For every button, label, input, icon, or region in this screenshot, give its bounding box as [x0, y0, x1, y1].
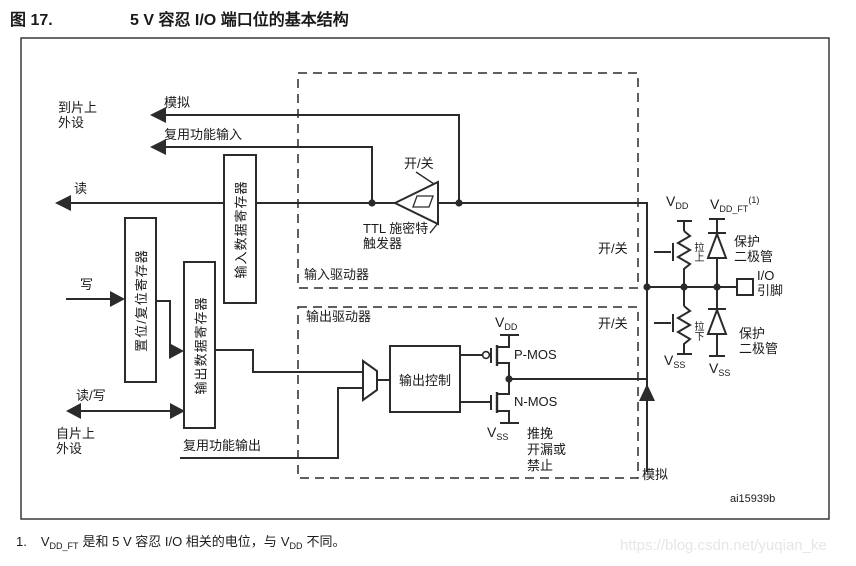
- on-off-trigger-label: 开/关: [404, 156, 434, 171]
- pull-up-label: 拉上: [692, 242, 703, 262]
- nmos-transistor: [460, 379, 519, 424]
- alt-func-in-wire: [158, 146, 373, 203]
- io-pin-pad: [736, 278, 754, 296]
- set-reset-register-box: [124, 217, 157, 383]
- figure-border: [20, 37, 830, 520]
- protection-diode-bottom-label: 保护 二极管: [739, 326, 779, 356]
- outreg-to-mux-wire: [215, 349, 363, 373]
- setreset-to-outreg-wire: [156, 300, 171, 352]
- nmos-label: N-MOS: [514, 394, 558, 409]
- input-data-register-label: 输入数据寄存器: [233, 179, 249, 279]
- figure-id: ai15939b: [730, 493, 776, 505]
- vdd-pmos-label: VDD: [495, 314, 518, 332]
- schmitt-trigger-symbol: [392, 180, 439, 226]
- pull-down-label: 拉下: [692, 321, 703, 341]
- protection-diode-top: [706, 218, 728, 287]
- setreset-arrowhead: [169, 343, 184, 359]
- analog-in-arrowhead: [150, 107, 166, 123]
- pull-down-switch-icon: [654, 314, 674, 332]
- output-data-register-label: 输出数据寄存器: [193, 295, 209, 395]
- alt-func-out-wire: [180, 387, 363, 459]
- on-off-pulldown-label: 开/关: [598, 316, 628, 331]
- junction-dot: [680, 283, 688, 291]
- io-pin-label: I/O 引脚: [757, 268, 784, 298]
- on-off-tail-line: [429, 222, 439, 234]
- junction-dot: [643, 283, 651, 291]
- read-write-left-arrowhead: [66, 403, 81, 419]
- hysteresis-icon: [412, 195, 434, 208]
- analog-in-wire: [158, 114, 460, 203]
- pull-up-resistor: [676, 220, 692, 287]
- alt-func-in-label: 复用功能输入: [164, 127, 243, 142]
- vdd-rail-label: VDD: [666, 193, 689, 211]
- pmos-label: P-MOS: [514, 347, 557, 362]
- mux-symbol: [362, 359, 378, 402]
- pull-down-resistor: [676, 287, 692, 355]
- vss-diode-label: VSS: [709, 360, 731, 378]
- output-mode-label: 推挽 开漏或 禁止: [527, 426, 567, 473]
- read-write-right-arrowhead: [170, 403, 185, 419]
- input-driver-label: 输入驱动器: [304, 267, 370, 282]
- figure-label: 图 17.: [10, 12, 53, 29]
- write-arrowhead: [110, 291, 125, 307]
- on-off-pullup-label: 开/关: [598, 241, 628, 256]
- watermark: https://blog.csdn.net/yuqian_ke: [620, 537, 827, 554]
- junction-dot: [368, 199, 376, 207]
- protection-diode-bottom: [706, 287, 728, 357]
- ttl-schmitt-label: TTL 施密特 触发器: [363, 221, 429, 251]
- set-reset-register-label: 置位/复位寄存器: [134, 248, 149, 352]
- output-driver-label: 输出驱动器: [306, 309, 372, 324]
- output-driver-box: [297, 306, 639, 479]
- to-onchip-peripheral-label: 到片上 外设: [58, 100, 98, 130]
- output-control-label: 输出控制: [398, 372, 451, 388]
- junction-dot: [455, 199, 463, 207]
- analog-in-label: 模拟: [164, 95, 191, 110]
- output-data-register-box: [183, 261, 216, 429]
- footnote-number: 1.: [16, 534, 27, 549]
- vss-pull-label: VSS: [664, 352, 686, 370]
- alt-func-out-label: 复用功能输出: [183, 438, 262, 453]
- on-off-leader-line: [415, 171, 435, 185]
- vss-nmos-label: VSS: [487, 424, 509, 442]
- analog-bottom-label: 模拟: [642, 467, 669, 482]
- input-driver-box: [297, 72, 639, 289]
- pull-up-switch-icon: [654, 243, 674, 261]
- read-label: 读: [74, 181, 88, 196]
- output-control-box: [389, 345, 461, 413]
- input-data-register-box: [223, 154, 257, 304]
- read-write-label: 读/写: [76, 388, 106, 403]
- protection-diode-top-label: 保护 二极管: [734, 234, 774, 264]
- figure-title: 5 V 容忍 I/O 端口位的基本结构: [130, 12, 349, 29]
- vdd-ft-rail-label: VDD_FT(1): [710, 195, 760, 214]
- junction-dot: [713, 283, 721, 291]
- alt-func-in-arrowhead: [150, 139, 166, 155]
- analog-up-arrowhead: [639, 384, 655, 401]
- read-arrowhead: [55, 195, 71, 211]
- junction-dot: [505, 375, 513, 383]
- from-onchip-peripheral-label: 自片上 外设: [56, 426, 96, 456]
- write-label: 写: [80, 277, 94, 292]
- pmos-transistor: [460, 334, 519, 379]
